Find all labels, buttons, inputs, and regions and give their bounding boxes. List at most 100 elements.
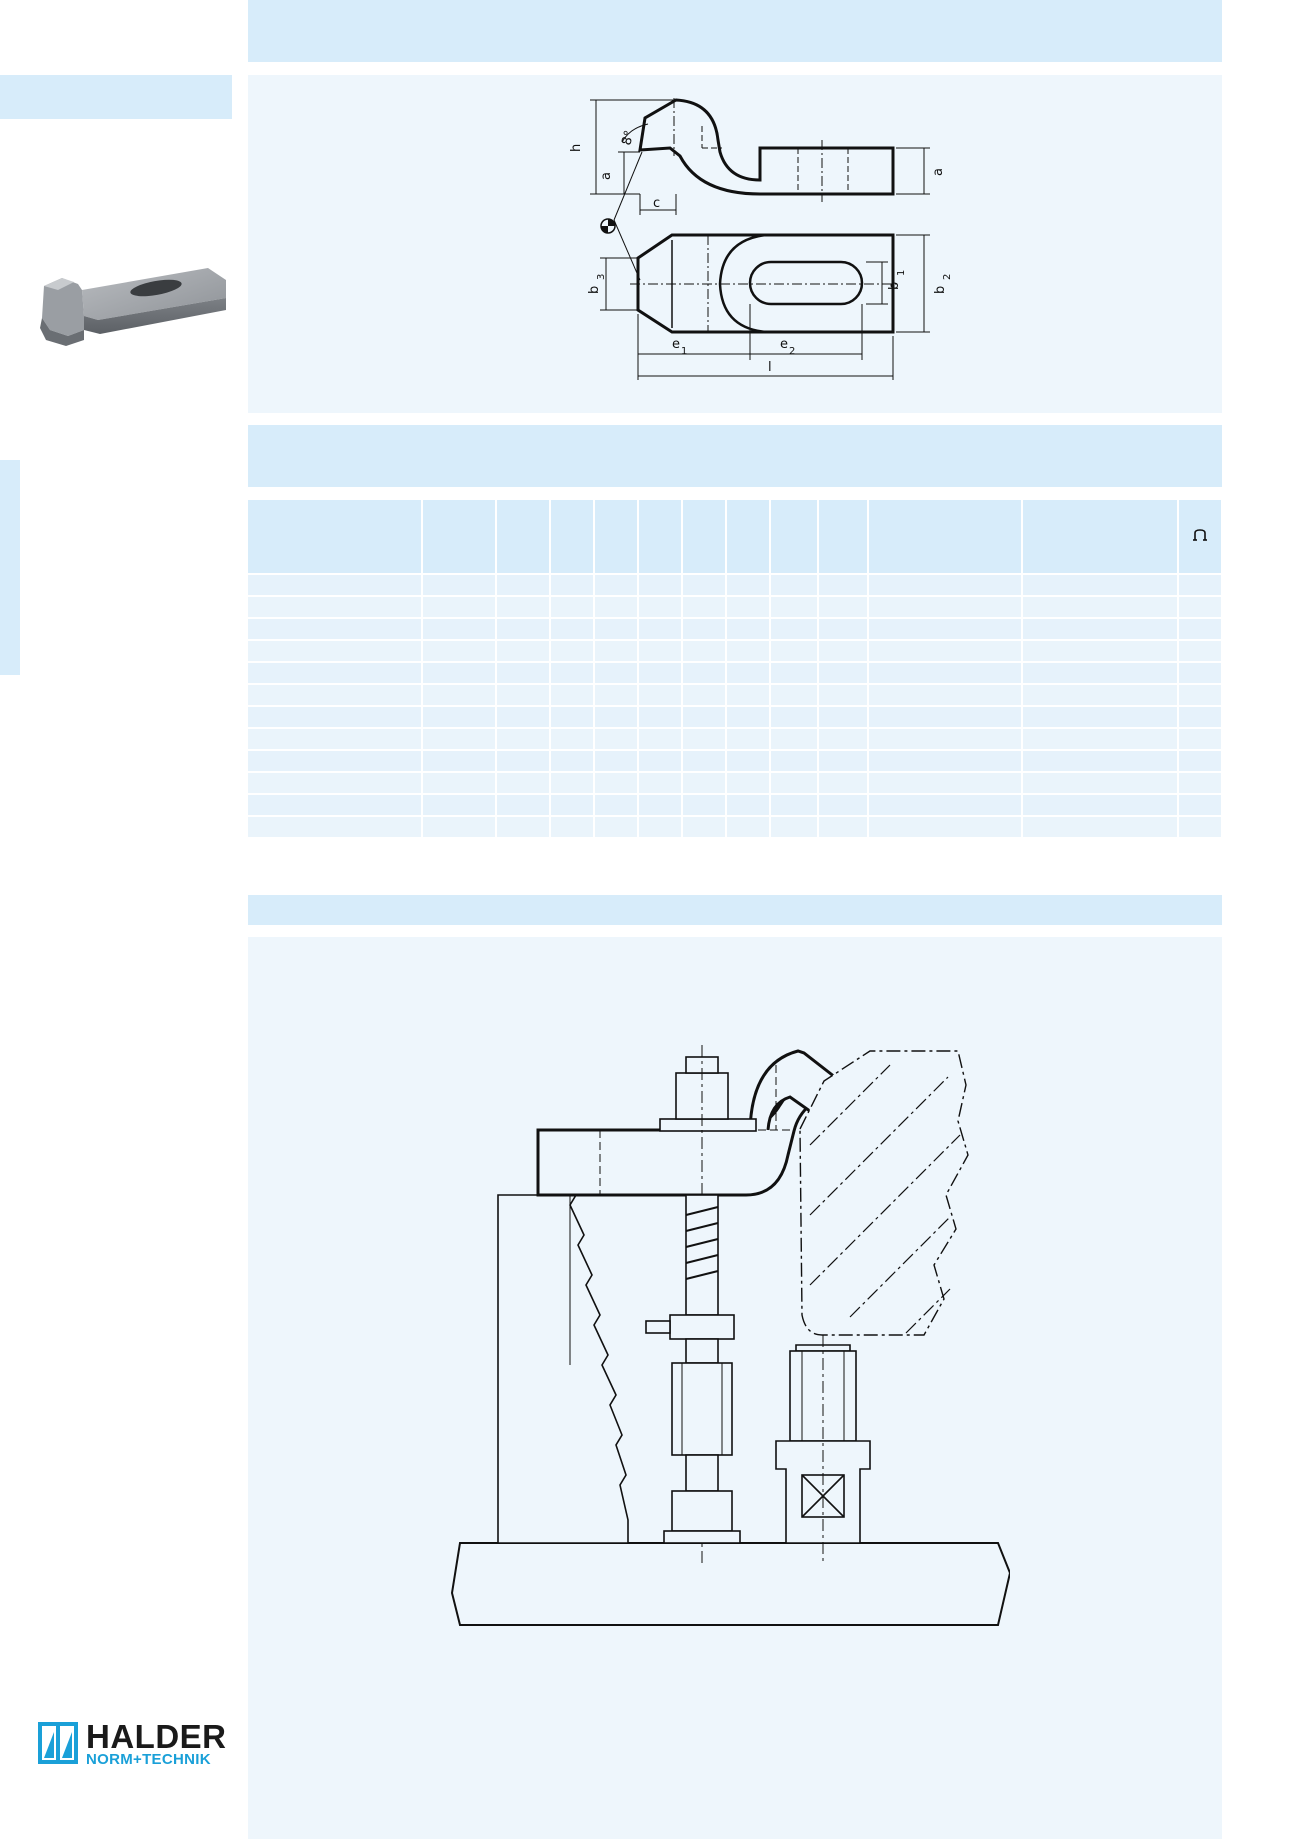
table-cell (818, 816, 869, 839)
table-cell (770, 794, 819, 817)
table-cell (682, 618, 727, 641)
table-cell (770, 706, 819, 729)
table-header-cell (770, 500, 819, 575)
table-cell (1022, 618, 1179, 641)
brand-subline: NORM+TECHNIK (86, 1751, 211, 1768)
table-cell (770, 574, 819, 597)
table-header-cell (868, 500, 1023, 575)
table-cell (770, 640, 819, 663)
table-cell (682, 574, 727, 597)
table-cell (868, 728, 1023, 751)
table-cell (818, 706, 869, 729)
brand-name: HALDER (86, 1718, 227, 1755)
dim-label-b1: b (887, 282, 902, 290)
table-cell (770, 618, 819, 641)
table-cell (594, 684, 639, 707)
table-cell (726, 794, 771, 817)
table-cell (550, 662, 595, 685)
left-section-tab (0, 75, 232, 119)
table-cell (248, 596, 423, 619)
table-cell (496, 684, 551, 707)
table-cell (496, 662, 551, 685)
table-cell (1022, 662, 1179, 685)
table-cell (496, 706, 551, 729)
table-cell (868, 706, 1023, 729)
table-cell (1178, 794, 1223, 817)
table-cell (638, 706, 683, 729)
table-cell (422, 574, 497, 597)
table-cell (496, 750, 551, 773)
table-cell (248, 706, 423, 729)
table-cell (1178, 772, 1223, 795)
brand-logo: HALDER NORM+TECHNIK (38, 1718, 234, 1768)
table-cell (868, 618, 1023, 641)
table-cell (868, 574, 1023, 597)
table-cell (638, 728, 683, 751)
table-header-cell (726, 500, 771, 575)
table-cell (1178, 706, 1223, 729)
table-cell (682, 750, 727, 773)
halder-logo-icon (38, 1722, 78, 1764)
table-cell (496, 618, 551, 641)
dim-label-b2: b (933, 286, 948, 294)
table-cell (868, 750, 1023, 773)
table-cell (550, 640, 595, 663)
table-header-cell (1022, 500, 1179, 575)
table-cell (248, 640, 423, 663)
table-cell (1022, 816, 1179, 839)
table-cell (594, 728, 639, 751)
table-header-row (248, 500, 1223, 575)
table-row (248, 750, 1223, 773)
table-cell (818, 794, 869, 817)
dim-label-b2-sub: 2 (942, 274, 953, 280)
table-cell (726, 750, 771, 773)
table-cell (638, 684, 683, 707)
table-cell (550, 706, 595, 729)
table-cell (550, 816, 595, 839)
table-cell (682, 662, 727, 685)
table-cell (1022, 640, 1179, 663)
table-header-weight (1178, 500, 1223, 575)
table-cell (638, 618, 683, 641)
table-cell (1178, 684, 1223, 707)
table-cell (638, 662, 683, 685)
table-cell (496, 772, 551, 795)
table-cell (422, 816, 497, 839)
dim-label-h: h (569, 144, 584, 152)
table-cell (550, 596, 595, 619)
table-cell (682, 640, 727, 663)
dim-label-l: l (768, 360, 772, 375)
table-cell (594, 574, 639, 597)
dim-label-angle: 8° (619, 129, 637, 147)
table-cell (638, 772, 683, 795)
table-cell (1022, 596, 1179, 619)
dim-label-e2: e (780, 337, 788, 352)
title-band (248, 0, 1222, 62)
table-cell (868, 772, 1023, 795)
table-cell (868, 640, 1023, 663)
table-cell (818, 684, 869, 707)
table-cell (726, 706, 771, 729)
table-cell (496, 816, 551, 839)
table-cell (818, 750, 869, 773)
table-cell (1178, 728, 1223, 751)
table-cell (550, 750, 595, 773)
table-cell (550, 684, 595, 707)
table-title-band (248, 425, 1222, 487)
table-cell (726, 772, 771, 795)
table-cell (248, 794, 423, 817)
weight-icon (1193, 529, 1207, 541)
table-cell (770, 750, 819, 773)
dim-label-c: c (653, 196, 660, 211)
table-cell (248, 728, 423, 751)
table-cell (422, 684, 497, 707)
table-cell (1022, 574, 1179, 597)
table-cell (422, 794, 497, 817)
dim-label-b3-sub: 3 (596, 274, 607, 280)
product-photo (40, 268, 226, 346)
table-cell (682, 816, 727, 839)
application-drawing-panel (248, 937, 1222, 1839)
table-cell (726, 618, 771, 641)
table-header-cell (638, 500, 683, 575)
table-cell (496, 728, 551, 751)
